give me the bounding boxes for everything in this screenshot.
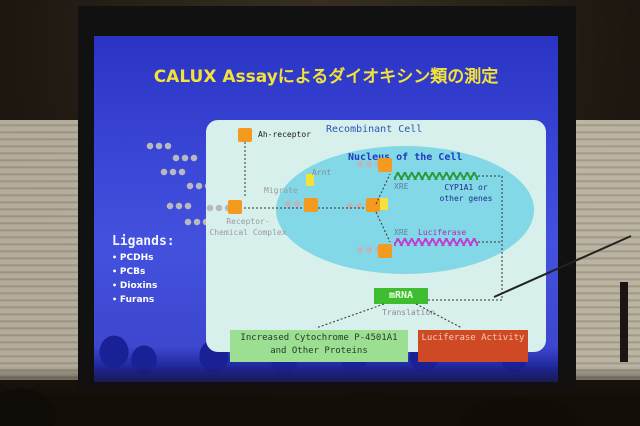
nucleus-label: Nucleus of the Cell — [348, 152, 463, 163]
arnt-label: Arnt — [312, 168, 332, 177]
ah-receptor-shape — [238, 128, 252, 142]
ligand-molecule — [166, 202, 192, 210]
migrate-label: Migrate — [264, 186, 298, 195]
ligand-item: Furans — [112, 293, 175, 307]
arnt-bound-shape — [380, 198, 388, 210]
window-blind-right — [570, 120, 640, 380]
ligand-molecule — [146, 142, 172, 150]
xre-label-top: XRE — [394, 182, 409, 191]
ligand-molecule — [186, 182, 212, 190]
ligand-molecule — [184, 218, 210, 226]
window-blind-left — [0, 120, 86, 380]
ligand-molecule — [172, 154, 198, 162]
ligands-list: PCDHs PCBs Dioxins Furans — [112, 251, 175, 307]
cell-nucleus: Nucleus of the Cell — [276, 146, 534, 274]
ligand-molecule — [356, 160, 380, 168]
ligand-molecule — [160, 168, 186, 176]
projected-slide: CALUX Assayによるダイオキシン類の測定 Recombinant Cel… — [94, 36, 558, 382]
ligands-panel: Ligands: PCDHs PCBs Dioxins Furans — [112, 234, 175, 307]
complex-in-nucleus-shape — [304, 198, 318, 212]
dna-strand-bottom — [394, 238, 478, 246]
ligand-molecule — [346, 202, 370, 210]
arrow-bind-top — [375, 173, 391, 205]
receptor-complex-label: Receptor-Chemical Complex — [209, 217, 287, 237]
ligand-item: PCDHs — [112, 251, 175, 265]
receptor-complex-shape — [228, 200, 242, 214]
xre-label-bottom: XRE — [394, 228, 409, 237]
ligand-item: Dioxins — [112, 279, 175, 293]
cell-label: Recombinant Cell — [326, 124, 423, 135]
ligand-molecule — [356, 246, 380, 254]
luciferase-activity-box: Luciferase Activity — [418, 330, 528, 362]
podium-stand — [620, 282, 628, 362]
bound-complex-top-shape — [378, 158, 392, 172]
pathway-arrows — [244, 142, 503, 329]
translation-label: Translation — [382, 308, 435, 317]
cyp1a1-genes-label: CYP1A1 or other genes — [439, 183, 493, 203]
arrow-bind-bottom — [375, 211, 391, 243]
mrna-box: mRNA — [374, 288, 428, 304]
ligand-molecule — [284, 200, 308, 208]
recombinant-cell: Recombinant Cell Ah-receptor Nucleus of … — [206, 120, 546, 362]
slide-title: CALUX Assayによるダイオキシン類の測定 — [153, 67, 499, 87]
audience-heads — [0, 366, 640, 426]
ligand-molecule — [206, 204, 230, 212]
ah-receptor-label: Ah-receptor — [258, 130, 311, 139]
activated-complex-shape — [366, 198, 380, 212]
increased-proteins-box: Increased Cytochrome P-4501A1 and Other … — [230, 330, 408, 362]
arnt-shape — [306, 174, 314, 186]
arrow-translate-left — [315, 303, 385, 329]
bound-complex-bottom-shape — [378, 244, 392, 258]
dna-strand-top — [394, 172, 478, 180]
arrow-translate-right — [415, 303, 463, 329]
luciferase-gene-label: Luciferase — [418, 228, 467, 237]
ligand-item: PCBs — [112, 265, 175, 279]
ligands-title: Ligands: — [112, 234, 175, 249]
arrow-transcribe-top — [428, 175, 503, 301]
